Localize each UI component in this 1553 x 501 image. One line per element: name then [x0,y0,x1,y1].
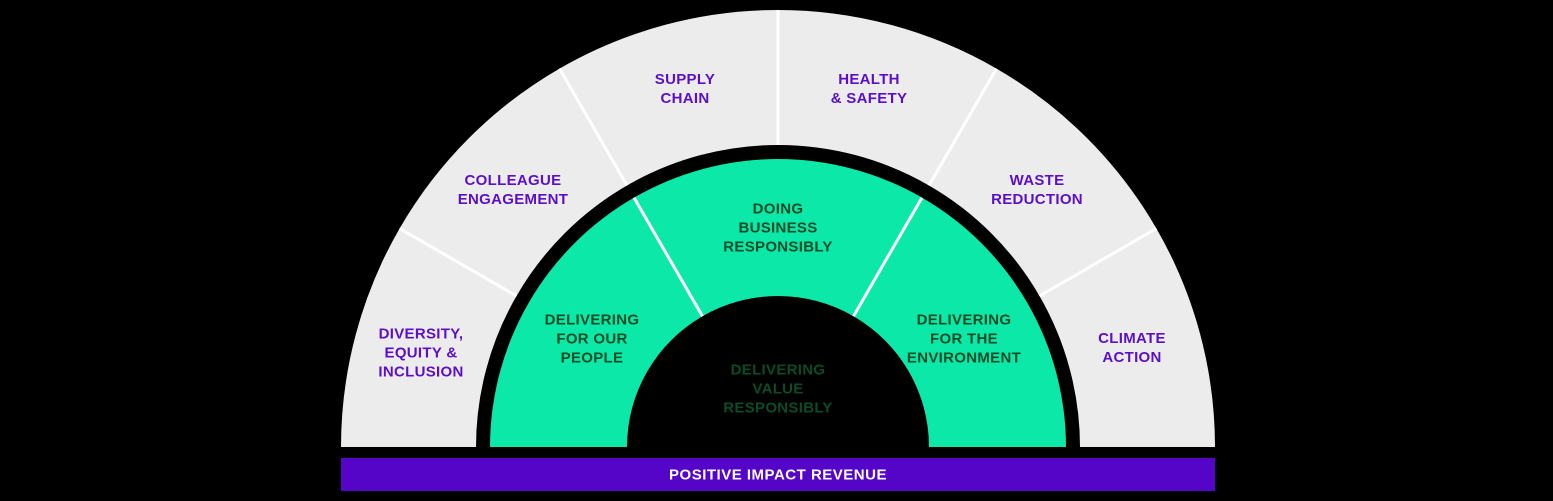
label-health-safety: HEALTH & SAFETY [830,71,908,107]
label-delivering-for-our-people: DELIVERING FOR OUR PEOPLE [544,311,640,367]
label-delivering-for-the-environment: DELIVERING FOR THE ENVIRONMENT [906,311,1022,367]
label-waste-reduction: WASTE REDUCTION [991,172,1083,208]
outer-ring-divider [927,67,998,187]
outer-ring-divider [1038,227,1158,298]
middle-segment-doing-business-responsibly [634,159,922,317]
outer-ring-divider [558,67,629,187]
label-doing-business-responsibly: DOING BUSINESS RESPONSIBLY [723,200,833,256]
label-climate-action: CLIMATE ACTION [1098,330,1166,366]
middle-ring-divider [632,196,704,317]
outer-ring-divider [398,227,518,298]
middle-segment-delivering-for-our-people [490,197,703,447]
middle-segment-delivering-for-the-environment [853,197,1066,447]
outer-segment-waste-reduction [929,68,1157,296]
middle-ring-divider [852,196,924,317]
label-colleague-engagement: COLLEAGUE ENGAGEMENT [457,172,569,208]
outer-segment-colleague-engagement [399,68,627,296]
positive-impact-revenue-bar [341,458,1215,491]
label-delivering-value-responsibly: DELIVERING VALUE RESPONSIBLY [723,361,833,417]
outer-segment-supply-chain [559,10,778,186]
label-supply-chain: SUPPLY CHAIN [654,71,716,107]
label-diversity-equity-inclusion: DIVERSITY, EQUITY & INCLUSION [378,325,464,381]
label-positive-impact-revenue: POSITIVE IMPACT REVENUE [669,466,887,484]
outer-segment-health-safety [778,10,997,186]
outer-segment-climate-action [1039,228,1215,447]
outer-segment-diversity-equity-inclusion [341,228,517,447]
